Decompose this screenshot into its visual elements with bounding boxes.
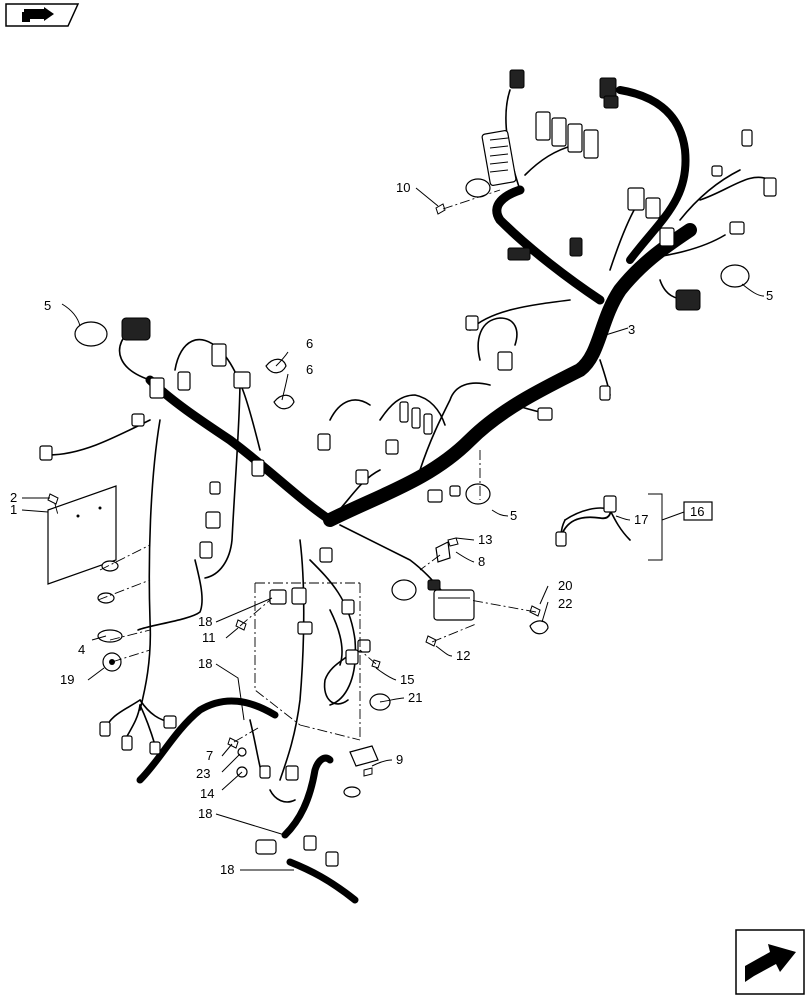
callout-16-box: 16: [683, 501, 713, 521]
callout-22: 22: [558, 596, 572, 611]
callout-11: 11: [202, 630, 216, 645]
callout-17: 17: [634, 512, 648, 527]
callout-15: 15: [400, 672, 414, 687]
main-plug: [121, 317, 151, 341]
callout-23: 23: [196, 766, 210, 781]
callout-13: 13: [478, 532, 492, 547]
navigation-tab-icon[interactable]: [5, 3, 80, 27]
callout-12: 12: [456, 648, 470, 663]
callout-4: 4: [78, 642, 85, 657]
callout-14: 14: [200, 786, 214, 801]
assembly-centerlines: [54, 189, 537, 743]
callout-2: 2: [10, 490, 17, 505]
callout-16: 16: [690, 504, 704, 519]
callout-5-center: 5: [510, 508, 517, 523]
leader-lines: [21, 187, 765, 871]
conduit-coupler: [255, 839, 277, 855]
callout-6-lower: 6: [306, 362, 313, 377]
callout-8: 8: [478, 554, 485, 569]
callout-6-upper: 6: [306, 336, 313, 351]
callout-18-b: 18: [198, 656, 212, 671]
callout-labels: 1 2 3 4 5 5 5 6 6 7 8 9 10 11 12 13 14 1…: [10, 180, 773, 877]
main-harness-trunk: [145, 86, 697, 527]
callout-3: 3: [628, 322, 635, 337]
callout-20: 20: [558, 578, 572, 593]
callout-5-right: 5: [766, 288, 773, 303]
callout-1: 1: [10, 502, 17, 517]
relay-module: [433, 589, 475, 621]
mounting-plate: [47, 485, 117, 585]
callout-18-d: 18: [220, 862, 234, 877]
callout-21: 21: [408, 690, 422, 705]
connectors: [39, 69, 777, 781]
callout-9: 9: [396, 752, 403, 767]
callout-19: 19: [60, 672, 74, 687]
conduit-sections: [136, 697, 359, 904]
callout-18-c: 18: [198, 806, 212, 821]
callout-7: 7: [206, 748, 213, 763]
callout-18-a: 18: [198, 614, 212, 629]
callout-5-left: 5: [44, 298, 51, 313]
hardware: [47, 178, 750, 867]
callout-10: 10: [396, 180, 410, 195]
fuse-box: [481, 130, 517, 186]
next-page-arrow-icon[interactable]: [735, 929, 805, 995]
